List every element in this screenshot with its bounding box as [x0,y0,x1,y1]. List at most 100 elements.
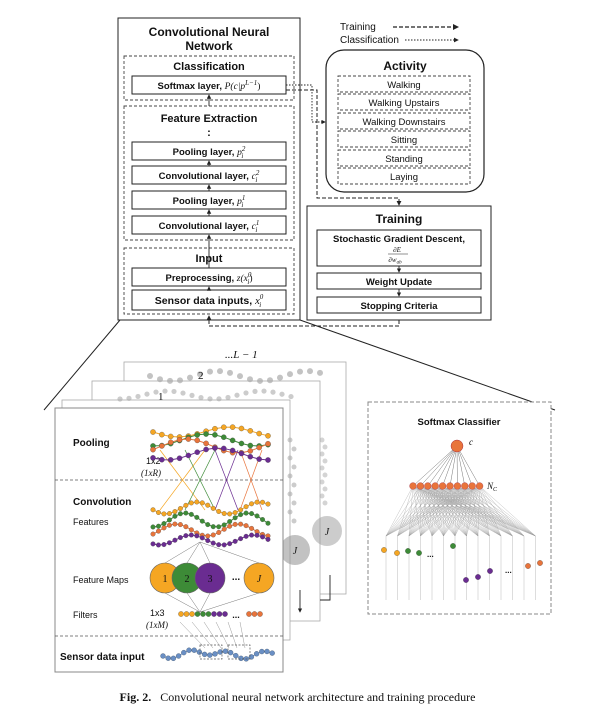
feature-point [194,432,200,438]
faint-dot [267,377,273,384]
activity-item-box [337,167,471,185]
softmax-edge [449,485,513,537]
feature-point [172,509,178,515]
pooling-layer-2-box [131,141,287,161]
softmax-edge [420,485,536,537]
feature-point [159,431,165,438]
feature-point [238,507,244,513]
softmax-network [381,445,543,600]
feature-map-j-back2-label: J [325,527,330,538]
sensor-dot [175,653,182,659]
feature-point [194,449,200,455]
softmax-edge [420,485,444,537]
cnn-title: Convolutional Neural [149,25,270,39]
softmax-edge [420,485,458,537]
feature-point [212,445,218,451]
filter-dot [189,611,195,617]
softmax-edge [420,485,480,537]
feature-point [249,511,255,517]
feature-point [161,521,167,527]
feature-point [243,504,249,510]
feature-point [161,525,167,531]
caption-text: Convolutional neural network architectur… [160,690,476,704]
feature-point [212,425,218,432]
feature-extraction-heading: Feature Extraction [161,113,258,125]
feature-point [238,536,244,542]
pool-link [159,449,206,511]
softmax-edge [443,485,473,537]
softmax-edge [412,485,444,537]
softmax-edge [443,485,465,537]
map-link [164,541,201,564]
filter-dot [257,611,263,617]
sensor-dot [233,653,239,659]
softmax-classifier-title: Softmax Classifier [418,417,501,428]
softmax-edge [472,485,479,537]
faint-dot [237,373,243,380]
softmax-edge [431,485,458,537]
softmax-input-dot [475,574,481,580]
softmax-edge [449,485,467,537]
feature-point [254,532,260,538]
filter-size-label: 1x3 [150,608,165,618]
activity-item-walking: Walking [387,80,420,91]
feature-point [216,542,222,548]
softmax-edge [435,485,490,537]
softmax-edge [420,485,502,537]
feature-point [156,523,161,529]
feature-point [238,512,244,518]
filter-link [179,621,206,649]
feature-point [194,514,200,520]
pooling-section-label: Pooling [73,438,110,449]
softmax-edge [431,485,443,537]
softmax-input-dot [525,563,531,569]
feature-point [210,540,216,546]
feature-point [176,436,183,443]
faint-dot [197,371,203,378]
feature-point [199,500,205,506]
pool-size-symbolic: (1xR) [141,468,161,478]
faint-dot [307,368,313,375]
feature-point [203,446,209,453]
softmax-input-ellipsis-2: ... [505,566,512,575]
faint-dot [287,455,293,461]
feature-point [205,502,211,508]
softmax-edge [431,485,480,537]
faint-dot [291,446,297,452]
faint-dot [319,465,325,471]
sensor-line [162,649,273,660]
softmax-edge [408,485,458,537]
softmax-hidden-node [461,482,469,490]
softmax-edge [442,485,490,537]
activity-item-laying: Laying [390,172,418,183]
feature-point [167,439,174,446]
filter-dot [178,611,184,617]
map-link [186,541,201,564]
feature-map-3 [194,562,226,594]
softmax-edge [408,485,465,537]
softmax-edge [456,445,466,487]
softmax-edge [435,485,444,537]
softmax-edge [442,485,513,537]
softmax-edge [412,485,536,537]
feature-point [265,520,271,526]
feature-point [249,525,255,531]
features-label: Features [73,517,109,527]
softmax-edge [412,445,458,487]
feature-maps-label: Feature Maps [73,575,129,585]
feature-point [229,437,236,444]
sensor-dot [253,651,260,657]
feature-point [205,522,211,528]
softmax-edge [443,485,458,537]
softmax-output-node [450,439,464,453]
softmax-edge [442,485,525,537]
feature-point [185,452,192,459]
map-link [186,592,201,613]
feature-point [221,445,227,452]
feature-point [254,513,260,519]
softmax-input-ellipsis-1: ... [427,550,434,559]
faint-dot [287,509,293,515]
softmax-edge [412,485,502,537]
